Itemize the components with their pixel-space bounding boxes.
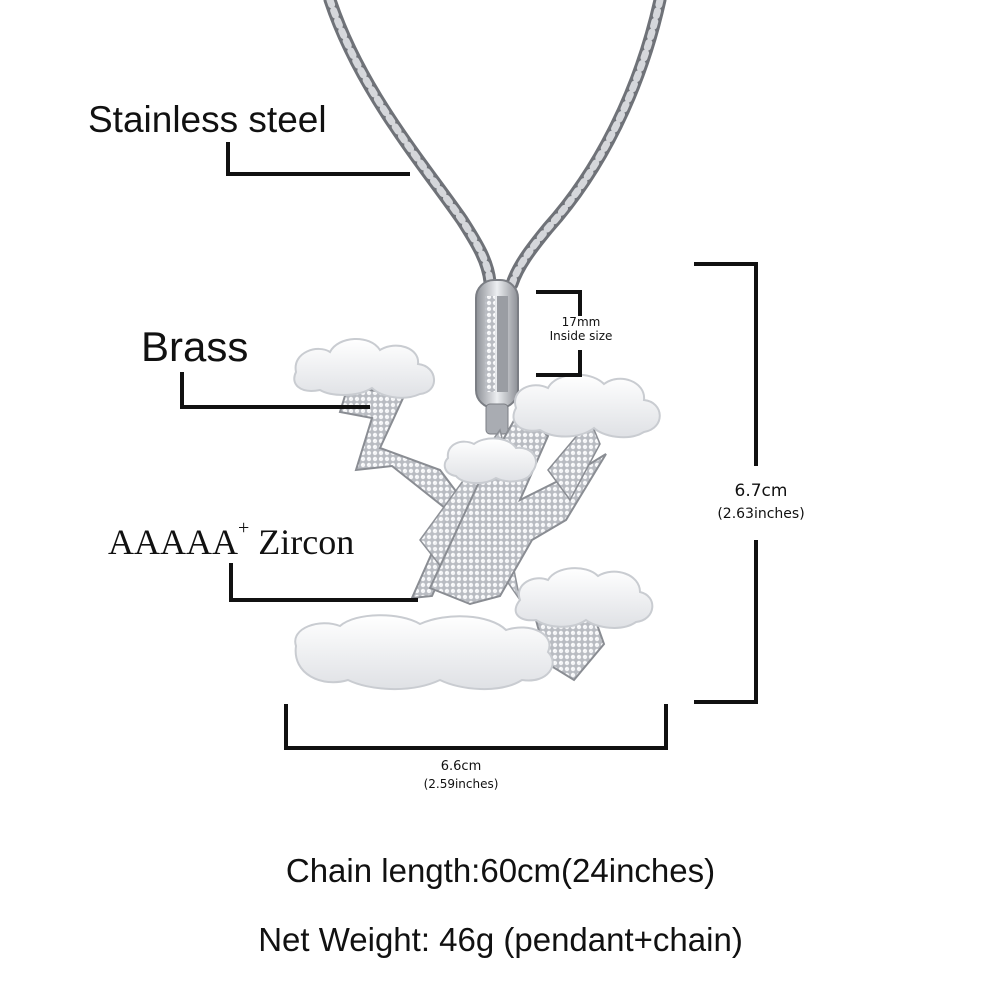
enamel-clouds [293,337,661,690]
callout-line-brass [180,372,370,409]
bail-dimension: 17mm Inside size [540,315,622,344]
width-inches: (2.59inches) [423,776,499,791]
net-weight-spec: Net Weight: 46g (pendant+chain) [258,921,743,958]
label-zircon: AAAAA+ Zircon [108,518,355,562]
bracket-bail-lower [536,350,582,377]
width-dimension: 6.6cm (2.59inches) [396,759,526,792]
label-brass: Brass [141,323,249,370]
label-stainless-steel: Stainless steel [88,99,327,140]
dimension-brackets [284,262,758,750]
callout-line-zircon [229,563,418,602]
bracket-height-top [694,262,758,466]
height-inches: (2.63inches) [717,505,805,522]
bracket-width [284,704,668,750]
height-cm: 6.7cm [734,481,788,501]
bail-size: 17mm [561,315,601,329]
label-zircon-plus: + [238,517,250,539]
callout-lines [180,142,418,602]
callout-line-steel [226,142,410,176]
label-zircon-grade: AAAAA [108,522,238,562]
bracket-height-bottom [694,540,758,704]
rope-chain [323,0,667,291]
pendant-bail [475,279,519,435]
label-zircon-name: Zircon [249,522,355,562]
chain-length-spec: Chain length:60cm(24inches) [285,852,716,889]
height-dimension: 6.7cm (2.63inches) [696,481,826,522]
bracket-bail [536,290,582,316]
width-cm: 6.6cm [440,759,482,774]
bail-note: Inside size [549,328,613,343]
